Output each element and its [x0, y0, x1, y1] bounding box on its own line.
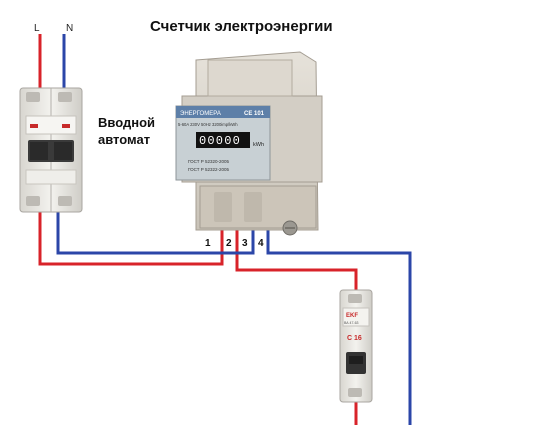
load-breaker-brand: EKF [346, 313, 358, 319]
load-breaker-rating: C 16 [347, 335, 362, 342]
neutral-wires [56, 34, 412, 425]
terminal-label-3: 3 [242, 238, 248, 249]
supply-label-neutral: N [66, 23, 73, 34]
meter-gost-1: ГОСТ Р 52320-2005 [188, 159, 230, 164]
load-breaker: EKF ВА 47-63 C 16 [339, 289, 373, 403]
terminal-label-4: 4 [258, 238, 264, 249]
supply-label-line: L [34, 23, 40, 34]
energy-meter: ЭНЕРГОМЕРА CE 101 5-60A 230V 50Hz 3200im… [175, 51, 323, 236]
load-breaker-series: ВА 47-63 [344, 321, 359, 325]
main-breaker [19, 87, 83, 213]
line-wires [38, 34, 358, 425]
meter-gost-2: ГОСТ Р 52322-2005 [188, 167, 230, 172]
neutral-meter-out-wire [266, 224, 412, 425]
terminal-label-1: 1 [205, 238, 211, 249]
main-breaker-label-line-2: автомат [98, 132, 151, 147]
main-breaker-label: Вводной автомат [98, 114, 168, 148]
meter-counter-display [196, 132, 250, 148]
terminal-label-2: 2 [226, 238, 232, 249]
meter-spec: 5-60A 230V 50Hz 3200imp/kWh [178, 122, 238, 127]
diagram-title: Счетчик электроэнергии [150, 18, 333, 35]
neutral-breaker-to-meter-wire [56, 210, 255, 255]
line-meter-to-load-wire [235, 224, 358, 296]
meter-unit: kWh [253, 142, 264, 148]
main-breaker-label-line-1: Вводной [98, 115, 156, 130]
meter-counter-digits: 00000 [199, 134, 241, 148]
meter-model: CE 101 [244, 111, 265, 117]
meter-brand: ЭНЕРГОМЕРА [180, 111, 221, 117]
line-breaker-to-meter-wire [38, 210, 224, 266]
